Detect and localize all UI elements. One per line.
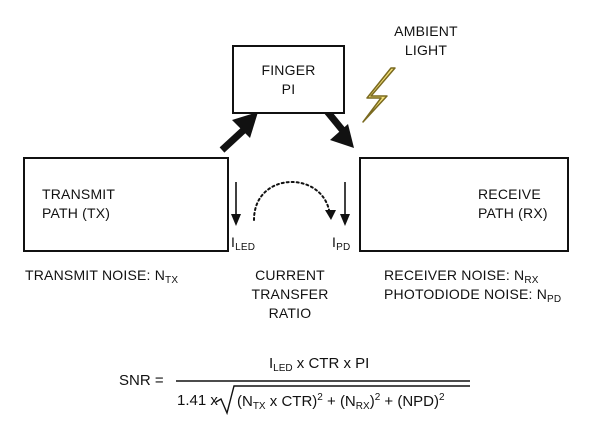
ctr-dotted-arc xyxy=(253,181,331,221)
receive-label: RECEIVE xyxy=(478,186,541,202)
finger-label: FINGER xyxy=(261,62,316,78)
snr-denominator-terms: (NTX x CTR)2 + (NRX)2 + (NPD)2 xyxy=(237,392,445,412)
snr-coefficient: 1.41 x xyxy=(177,392,218,409)
light-label: LIGHT xyxy=(404,42,448,58)
ctr-label-transfer: TRANSFER xyxy=(251,286,329,302)
receiver-noise-label: RECEIVER NOISE: NRX xyxy=(384,267,539,286)
receive-path-box: RECEIVE PATH (RX) xyxy=(359,157,569,252)
ambient-label: AMBIENT xyxy=(394,23,458,39)
ctr-label-ratio: RATIO xyxy=(268,305,312,321)
snr-lhs: SNR = xyxy=(119,372,164,389)
transmit-path-label: PATH (TX) xyxy=(42,205,111,221)
transmit-label: TRANSMIT xyxy=(42,186,116,202)
led-current-arrow xyxy=(231,182,241,226)
photodiode-noise-label: PHOTODIODE NOISE: NPD xyxy=(384,286,562,305)
arrow-tx-to-finger xyxy=(219,112,258,153)
square-root-sign xyxy=(215,385,470,416)
pd-current-label: IPD xyxy=(332,234,351,253)
snr-numerator: ILED x CTR x PI xyxy=(269,355,370,374)
led-current-label: ILED xyxy=(231,234,256,253)
finger-pi-label: PI xyxy=(281,81,296,97)
receive-path-label: PATH (RX) xyxy=(478,205,548,221)
arrow-finger-to-rx xyxy=(323,107,354,148)
ctr-label-current: CURRENT xyxy=(255,267,325,283)
transmit-noise-label: TRANSMIT NOISE: NTX xyxy=(25,267,179,286)
ambient-light-bolt-icon xyxy=(362,67,396,123)
finger-box: FINGER PI xyxy=(232,45,345,114)
pd-current-arrow xyxy=(340,182,350,226)
transmit-path-box: TRANSMIT PATH (TX) xyxy=(23,157,229,252)
ctr-arrowhead xyxy=(325,210,336,220)
